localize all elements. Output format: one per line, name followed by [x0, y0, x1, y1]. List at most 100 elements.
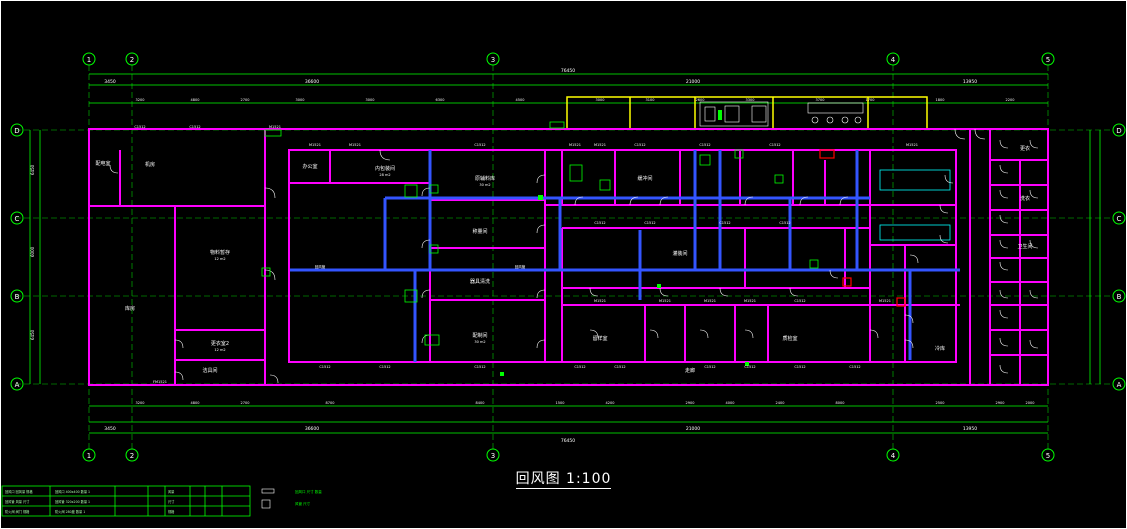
axis-bubble-4-top: [886, 52, 900, 66]
room-label: 质检室: [782, 335, 797, 342]
dim-seg: 3450: [104, 426, 116, 432]
svg-text:3700: 3700: [816, 98, 825, 102]
axis-label: 5: [1046, 452, 1050, 460]
axis-label: B: [1117, 293, 1122, 301]
dim-overall-top: 76450: [561, 68, 575, 74]
axis-label: 3: [491, 452, 495, 460]
room-label: 原辅料库: [475, 175, 495, 182]
tag: M1521: [704, 299, 716, 303]
tag: M1521: [744, 299, 756, 303]
axis-bubble-1-top: [82, 52, 96, 66]
dim-seg: 13950: [963, 79, 977, 85]
axis-label: 1: [87, 56, 91, 64]
axis-label: A: [1117, 381, 1122, 389]
room-area: 30 m2: [479, 183, 490, 187]
axis-label: D: [1116, 127, 1121, 135]
dim-seg: 36600: [305, 426, 319, 432]
axis-bubble-5-top: [1041, 52, 1055, 66]
axis-bubble-3-bottom: [486, 448, 500, 462]
tag: 回风管: [515, 264, 526, 269]
tag: C1512: [794, 365, 805, 369]
dim-seg: 21000: [686, 79, 700, 85]
tag: C1512: [614, 365, 625, 369]
axis-label: 2: [130, 452, 134, 460]
room-area: 28 m2: [379, 173, 390, 177]
svg-text:风量: 风量: [168, 489, 175, 494]
axis-label: 4: [891, 452, 896, 460]
svg-text:1700: 1700: [866, 98, 875, 102]
dim-side: 6450: [30, 329, 35, 340]
room-area: 12 m2: [214, 257, 225, 261]
tag: C1512: [319, 365, 330, 369]
room-label: 更衣室2: [211, 340, 229, 347]
svg-text:8700: 8700: [326, 401, 335, 405]
room-label: 灌装间: [672, 250, 687, 257]
axis-bubble-A-left: [10, 377, 24, 391]
svg-text:2900: 2900: [996, 401, 1005, 405]
room-label: 洗衣: [1020, 195, 1030, 202]
axis-label: C: [1117, 215, 1122, 223]
svg-text:4200: 4200: [606, 401, 615, 405]
room-label: 卫生间: [1017, 243, 1032, 250]
svg-text:尺寸: 尺寸: [168, 499, 175, 504]
tag: M1521: [269, 125, 281, 129]
room-label: 内包装间: [375, 165, 395, 172]
svg-text:2700: 2700: [241, 98, 250, 102]
room-label: 留样室: [592, 335, 607, 342]
tag: C1512: [594, 221, 605, 225]
dim-seg: 36600: [305, 79, 319, 85]
tag: C1512: [574, 365, 585, 369]
room-label: 器具清洗: [470, 278, 490, 285]
axis-bubble-B-left: [10, 289, 24, 303]
tag: C1512: [699, 143, 710, 147]
tag: 回风管: [315, 264, 326, 269]
svg-text:3300: 3300: [746, 98, 755, 102]
svg-text:2400: 2400: [776, 401, 785, 405]
axis-bubble-2-bottom: [125, 448, 139, 462]
tag: C1512: [634, 143, 645, 147]
tag: C1512: [474, 365, 485, 369]
axis-label: C: [15, 215, 20, 223]
axis-bubble-D-right: [1112, 123, 1126, 137]
tag: C1512: [704, 365, 715, 369]
svg-text:1800: 1800: [936, 98, 945, 102]
tag: C1512: [779, 221, 790, 225]
room-label: 配制间: [472, 332, 487, 339]
axis-bubble-A-right: [1112, 377, 1126, 391]
tag: M1521: [659, 299, 671, 303]
tag: C1512: [474, 143, 485, 147]
axis-label: 4: [891, 56, 896, 64]
room-label: 冷库: [935, 345, 945, 352]
tag: C1512: [769, 143, 780, 147]
tag: M1521: [569, 143, 581, 147]
room-label: 缓冲间: [637, 175, 652, 182]
legend-extra: 风管 尺寸: [295, 501, 311, 506]
svg-text:3000: 3000: [596, 98, 605, 102]
dim-side: 6000: [30, 246, 35, 257]
dim-seg: 13950: [963, 426, 977, 432]
tag: M1521: [594, 299, 606, 303]
svg-text:2700: 2700: [241, 401, 250, 405]
axis-bubble-3-top: [486, 52, 500, 66]
tag: C1512: [744, 365, 755, 369]
drawing-title-text: 回风图 1:100: [515, 471, 612, 489]
svg-text:2200: 2200: [1006, 98, 1015, 102]
axis-label: 2: [130, 56, 134, 64]
svg-text:3100: 3100: [646, 98, 655, 102]
room-label: 走廊: [685, 367, 695, 374]
tag: M1521: [879, 299, 891, 303]
svg-text:3200: 3200: [136, 401, 145, 405]
dim-side: 6450: [30, 164, 35, 175]
axis-bubble-B-right: [1112, 289, 1126, 303]
tag: FM1521: [153, 380, 167, 384]
axis-label: 1: [87, 452, 91, 460]
tag: C1512: [644, 221, 655, 225]
axis-label: B: [15, 293, 20, 301]
svg-text:4500: 4500: [516, 98, 525, 102]
axis-bubble-5-bottom: [1041, 448, 1055, 462]
axis-label: 5: [1046, 56, 1050, 64]
svg-text:3000: 3000: [296, 98, 305, 102]
dim-overall-bottom: 76450: [561, 438, 575, 444]
svg-text:3200: 3200: [136, 98, 145, 102]
